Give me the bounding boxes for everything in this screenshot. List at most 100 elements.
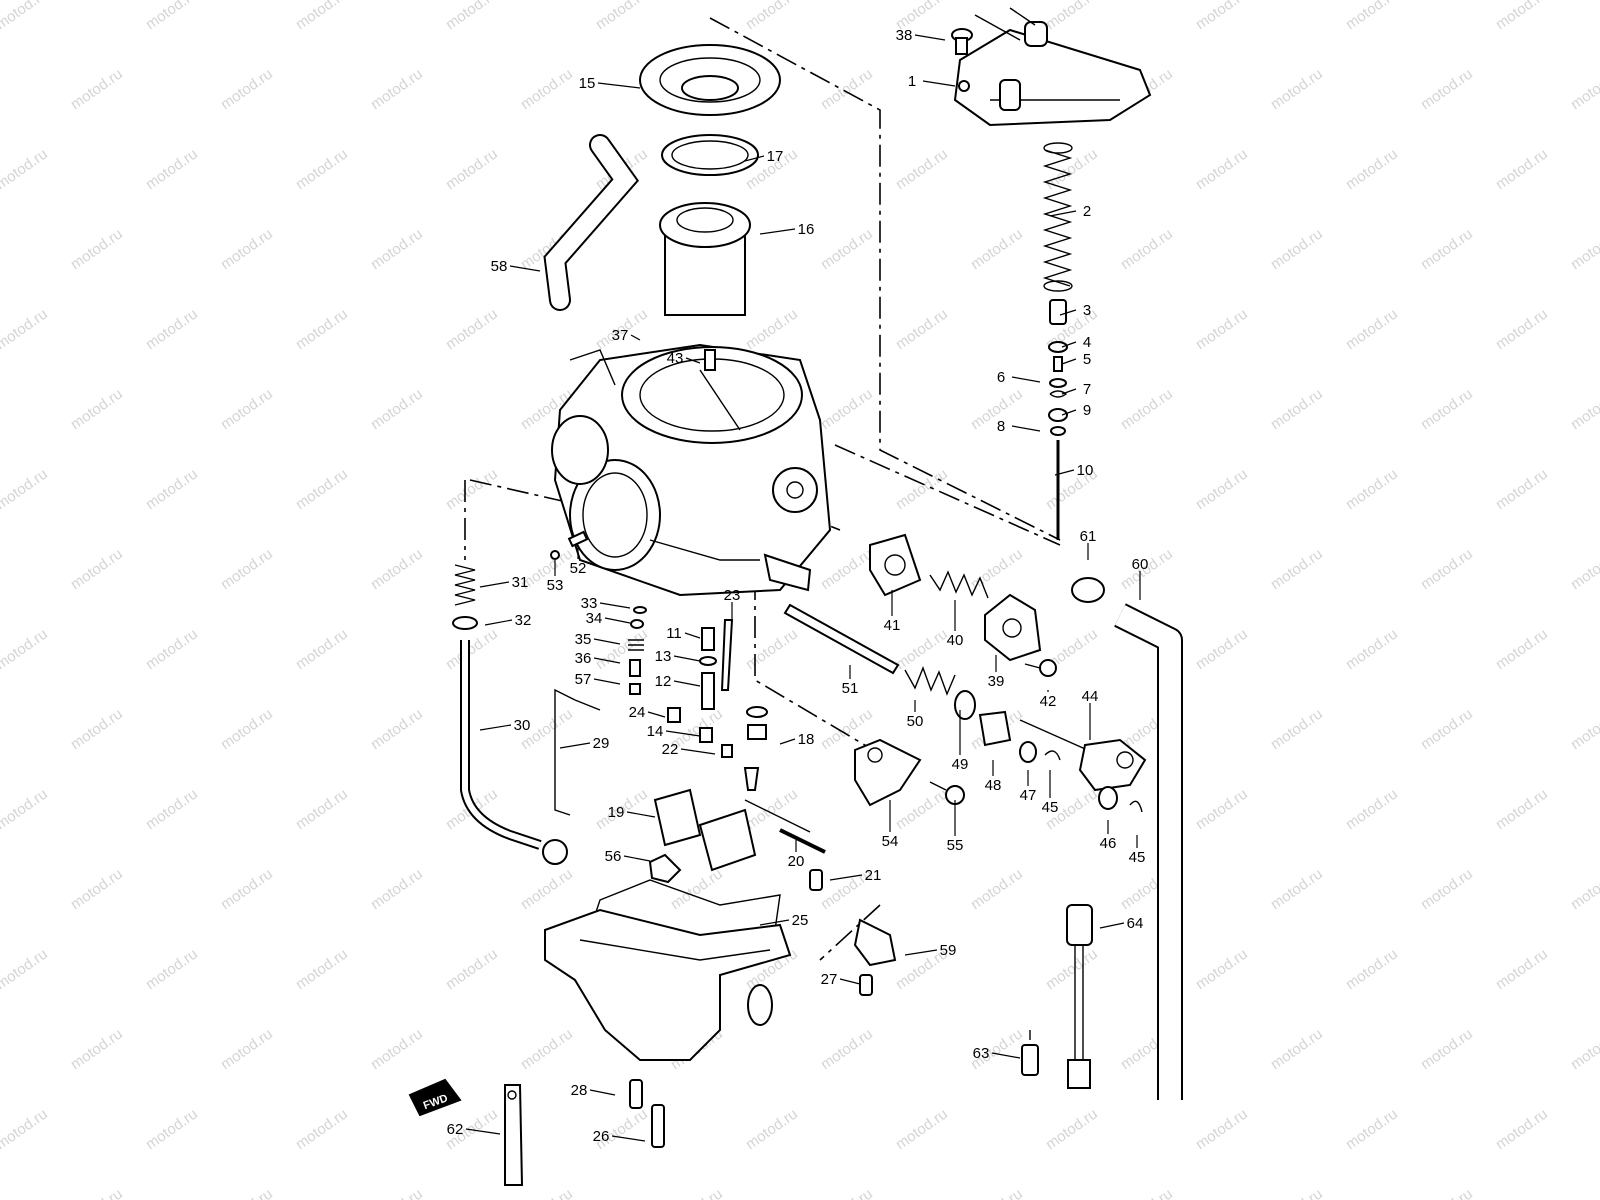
watermark-text: motod.ru [893,465,951,513]
watermark-text: motod.ru [1493,945,1551,993]
lever-44 [1019,719,1147,792]
callout-56: 56 [605,848,651,865]
screw-26 [651,1104,665,1148]
callout-number: 5 [1083,351,1091,368]
watermark-text: motod.ru [1268,865,1326,913]
callout-31: 31 [479,574,528,591]
callout-27: 27 [821,971,861,988]
callout-29: 29 [559,735,609,752]
clip-56 [648,853,682,884]
watermark-text: motod.ru [1268,705,1326,753]
watermark-text: motod.ru [143,465,201,513]
watermark-text: motod.ru [1418,1025,1476,1073]
callout-6: 6 [997,369,1041,386]
leader-line [623,855,651,862]
watermark-text: motod.ru [443,0,501,33]
watermark-text: motod.ru [518,1025,576,1073]
watermark-text: motod.ru [518,65,576,113]
callout-34: 34 [586,610,631,627]
watermark-text: motod.ru [1193,465,1251,513]
leader-line [559,742,591,749]
watermark-text: motod.ru [1418,545,1476,593]
watermark-text: motod.ru [1568,705,1600,753]
callout-4: 4 [1061,334,1091,351]
screw-28 [629,1079,643,1109]
watermark-text: motod.ru [293,785,351,833]
callout-33: 33 [581,595,631,612]
clip-45 [1044,750,1143,813]
hose-58 [543,134,640,311]
callout-51: 51 [842,665,858,697]
watermark-text: motod.ru [818,65,876,113]
ball-53 [550,550,560,560]
watermark-text: motod.ru [443,625,501,673]
watermark-text: motod.ru [1418,865,1476,913]
watermark-text: motod.ru [293,625,351,673]
watermark-text: motod.ru [1118,225,1176,273]
leader-line [1054,469,1075,476]
rod-29 [554,688,601,816]
leader-line [684,632,701,639]
fwd-arrow-icon: FWD [408,1078,462,1117]
watermark-text: motod.ru [1118,385,1176,433]
callout-number: 27 [821,971,838,988]
callout-number: 48 [985,777,1002,794]
watermark-text: motod.ru [1268,545,1326,593]
callout-number: 33 [581,595,598,612]
watermark-text: motod.ru [668,1185,726,1200]
callout-16: 16 [759,221,814,238]
watermark-text: motod.ru [1193,785,1251,833]
watermark-text: motod.ru [1343,305,1401,353]
callout-3: 3 [1059,302,1091,319]
watermark-text: motod.ru [1343,145,1401,193]
callout-number: 11 [666,625,682,642]
callout-21: 21 [829,867,881,884]
watermark-text: motod.ru [143,785,201,833]
watermark-text: motod.ru [0,305,51,353]
callout-19: 19 [608,804,656,821]
leader-line [673,655,701,662]
callout-50: 50 [907,700,923,730]
watermark-text: motod.ru [1118,1185,1176,1200]
watermark-text: motod.ru [1418,65,1476,113]
leader-line [484,619,513,626]
callout-25: 25 [759,912,808,929]
callout-14: 14 [647,723,701,740]
watermark-text: motod.ru [1493,145,1551,193]
leader-line [465,1128,501,1135]
watermark-text: motod.ru [1343,1105,1401,1153]
watermark-text: motod.ru [1493,305,1551,353]
watermark-text: motod.ru [218,65,276,113]
watermark-text: motod.ru [68,1025,126,1073]
watermark-text: motod.ru [218,1185,276,1200]
watermark-text: motod.ru [1493,0,1551,33]
watermark-text: motod.ru [368,705,426,753]
clip-59 [853,918,897,967]
watermark-text: motod.ru [1493,625,1551,673]
callout-22: 22 [662,741,716,758]
watermark-text: motod.ru [218,545,276,593]
callout-number: 55 [947,837,964,854]
callout-number: 30 [514,717,531,734]
callout-2: 2 [1049,203,1091,220]
callout-number: 13 [655,648,672,665]
callout-37: 37 [612,327,641,344]
watermark-text: motod.ru [1568,225,1600,273]
watermark-text: motod.ru [1343,465,1401,513]
callout-number: 36 [575,650,592,667]
callout-number: 62 [447,1121,464,1138]
watermark-text: motod.ru [518,865,576,913]
watermark-text: motod.ru [443,465,501,513]
carburetor-body [551,343,832,597]
watermark-text: motod.ru [1193,145,1251,193]
callout-17: 17 [744,148,783,165]
needle-valve-18 [743,706,768,791]
callout-number: 4 [1083,334,1091,351]
watermark-text: motod.ru [0,1105,51,1153]
callout-60: 60 [1132,556,1148,600]
leader-line [744,155,765,162]
strap-62 [504,1084,524,1186]
watermark-text: motod.ru [818,1025,876,1073]
callout-8: 8 [997,418,1041,435]
